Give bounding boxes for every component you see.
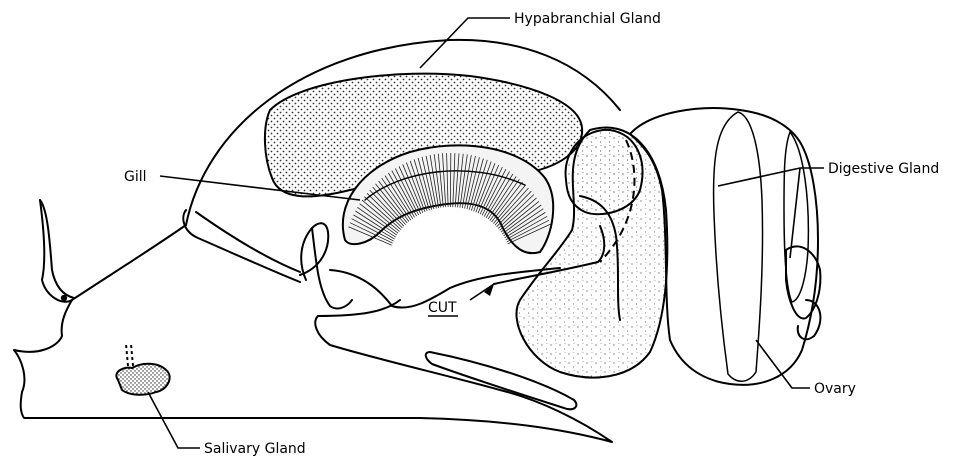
ovary-band-left — [714, 112, 763, 381]
head-mantle-line — [72, 225, 186, 300]
label-salivary: Salivary Gland — [204, 441, 306, 457]
whorl-top — [566, 130, 643, 214]
label-gill: Gill — [124, 169, 147, 185]
ovary-band-right — [784, 132, 808, 302]
label-cut: CUT — [428, 300, 457, 316]
eye-icon — [61, 295, 67, 301]
salivary-gland — [116, 364, 169, 395]
label-digestive: Digestive Gland — [828, 161, 939, 177]
intestine-lower — [318, 300, 400, 316]
label-hypobranchial: Hypabranchial Gland — [514, 11, 661, 27]
mantle-collar — [183, 210, 300, 282]
leader-salivary — [148, 392, 200, 448]
salivary-duct — [126, 344, 133, 366]
mantle-collar-inner — [196, 212, 300, 272]
label-ovary: Ovary — [814, 381, 856, 397]
